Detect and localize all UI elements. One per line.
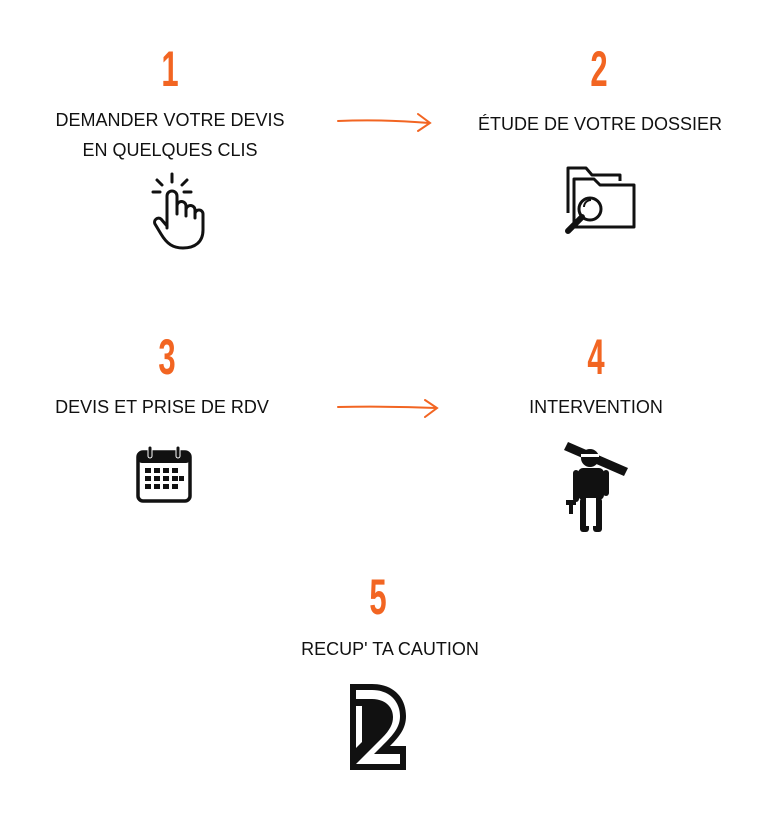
step-3-line-1: DEVIS ET PRISE DE RDV — [55, 397, 269, 417]
step-5-number: 5 — [369, 569, 387, 625]
step-2-number: 2 — [590, 41, 608, 97]
step-1-line-1: DEMANDER VOTRE DEVIS — [55, 110, 285, 130]
arrow-right-icon — [337, 399, 439, 418]
step-4-number: 4 — [587, 329, 605, 385]
calendar-icon — [136, 445, 192, 503]
step-2-label: ÉTUDE DE VOTRE DOSSIER — [478, 109, 722, 139]
step-4-line-1: INTERVENTION — [529, 397, 663, 417]
arrow-right-icon — [337, 113, 432, 132]
step-1-label: DEMANDER VOTRE DEVIS EN QUELQUES CLIS — [55, 105, 284, 165]
folder-search-icon — [565, 166, 636, 234]
worker-icon — [564, 442, 628, 532]
logo-icon — [350, 684, 406, 770]
step-2-line-1: ÉTUDE DE VOTRE DOSSIER — [477, 114, 723, 134]
step-4-label: INTERVENTION — [529, 392, 663, 422]
step-1-line-2: EN QUELQUES CLIS — [82, 140, 258, 160]
hand-click-icon — [151, 172, 205, 250]
step-3-number: 3 — [158, 329, 176, 385]
step-3-label: DEVIS ET PRISE DE RDV — [55, 392, 269, 422]
step-1-number: 1 — [161, 41, 179, 97]
step-5-line-1: RECUP' TA CAUTION — [301, 639, 479, 659]
step-5-label: RECUP' TA CAUTION — [301, 634, 479, 664]
